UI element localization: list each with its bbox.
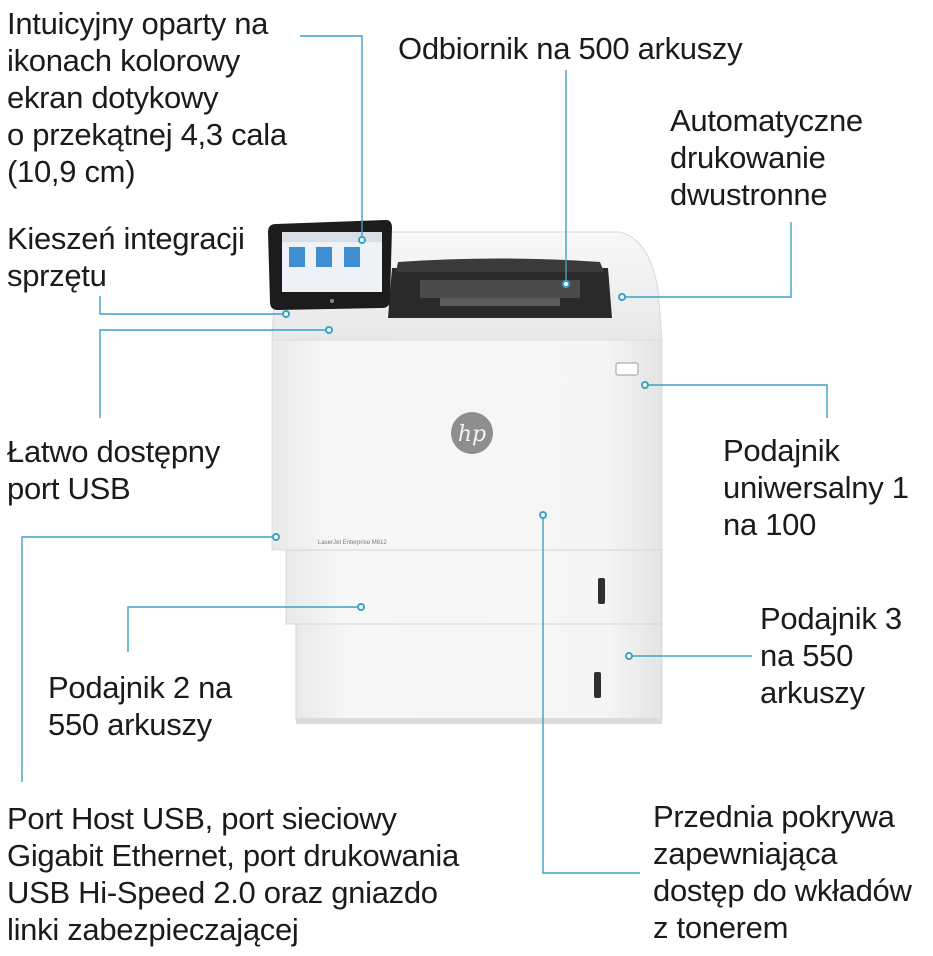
- leader-ports: [21, 536, 273, 782]
- leader-duplex: [625, 222, 792, 298]
- callout-front-cover: Przednia pokrywa zapewniająca dostęp do …: [653, 799, 912, 945]
- leader-tray1: [648, 384, 828, 418]
- svg-text:hp: hp: [458, 422, 486, 447]
- marker-usb-easy: [325, 326, 333, 334]
- leader-touchscreen: [300, 35, 363, 238]
- marker-tray2: [357, 603, 365, 611]
- marker-hip: [282, 310, 290, 318]
- callout-output-bin: Odbiornik na 500 arkuszy: [398, 31, 743, 66]
- hp-logo: hp: [451, 412, 493, 454]
- callout-duplex: Automatyczne drukowanie dwustronne: [670, 103, 863, 212]
- marker-front-cover: [539, 511, 547, 519]
- marker-tray3: [625, 652, 633, 660]
- marker-duplex: [618, 293, 626, 301]
- marker-touchscreen: [358, 236, 366, 244]
- callout-tray3: Podajnik 3 na 550 arkuszy: [760, 601, 902, 710]
- leader-usb-easy: [99, 329, 326, 418]
- marker-output-bin: [562, 280, 570, 288]
- callout-ports: Port Host USB, port sieciowy Gigabit Eth…: [7, 801, 459, 947]
- marker-ports: [272, 533, 280, 541]
- callout-tray2: Podajnik 2 na 550 arkuszy: [48, 670, 232, 742]
- model-label: LaserJet Enterprise M612: [318, 540, 387, 546]
- tray-3: [295, 623, 663, 721]
- leader-hip: [99, 296, 282, 315]
- callout-usb-easy: Łatwo dostępny port USB: [7, 434, 220, 506]
- callout-tray1: Podajnik uniwersalny 1 na 100: [723, 433, 909, 542]
- leader-tray2: [127, 606, 357, 652]
- leader-front-cover: [542, 518, 640, 874]
- marker-tray1: [641, 381, 649, 389]
- callout-hip: Kieszeń integracji sprzętu: [7, 221, 245, 293]
- callout-touchscreen: Intuicyjny oparty na ikonach kolorowy ek…: [7, 6, 287, 189]
